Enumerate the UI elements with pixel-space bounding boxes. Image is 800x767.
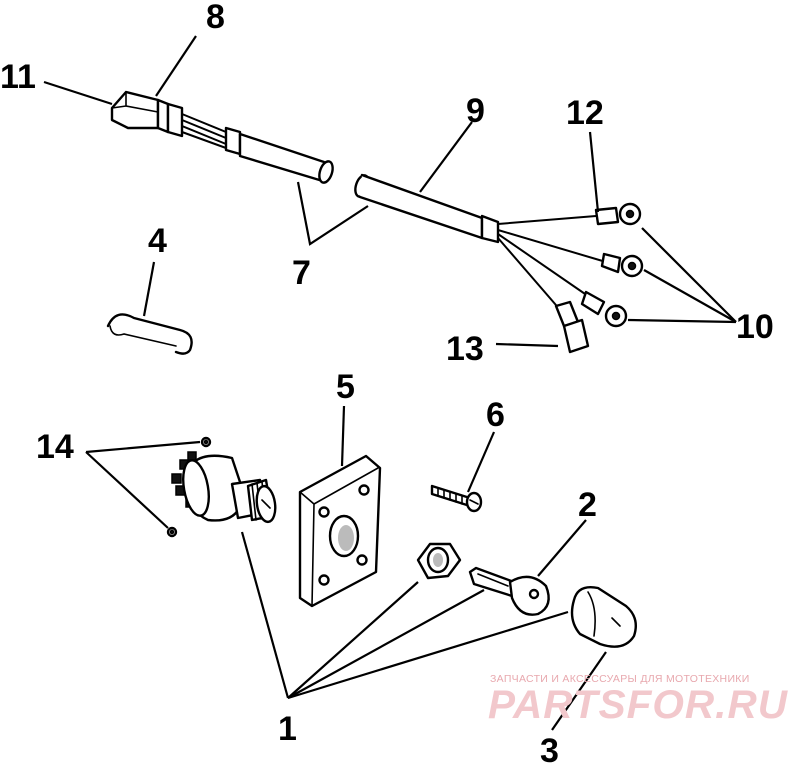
callout-8: 8 <box>206 0 225 36</box>
mounting-plate <box>298 454 382 608</box>
leader-lines <box>43 35 737 731</box>
harness-lead-right <box>354 173 644 354</box>
bullet-connector <box>554 300 590 354</box>
callout-2: 2 <box>578 486 597 524</box>
ring-terminal-upper <box>594 202 642 226</box>
callout-13: 13 <box>446 330 484 368</box>
callout-14: 14 <box>36 428 74 466</box>
watermark-caption: ЗАПЧАСТИ И АКСЕССУАРЫ ДЛЯ МОТОТЕХНИКИ <box>490 673 750 685</box>
callout-3: 3 <box>540 732 559 767</box>
callout-12: 12 <box>566 94 604 132</box>
callout-9: 9 <box>466 92 485 130</box>
switch-knob <box>570 586 637 648</box>
hex-nut <box>416 542 462 580</box>
callout-11: 11 <box>0 58 36 96</box>
retainer-clip <box>106 313 193 355</box>
small-screw-upper <box>200 436 212 448</box>
callout-1: 1 <box>278 710 297 748</box>
callout-numbers: 8 11 9 12 7 4 10 13 5 6 14 2 1 3 <box>0 0 774 767</box>
callout-4: 4 <box>148 222 167 260</box>
mounting-screw <box>430 484 483 513</box>
harness-connector-left <box>110 90 334 184</box>
ring-terminal-lower <box>580 290 628 328</box>
ignition-key <box>468 566 550 616</box>
callout-5: 5 <box>336 368 355 406</box>
callout-10: 10 <box>736 308 774 346</box>
ignition-switch <box>171 451 277 524</box>
ring-terminal-middle <box>600 252 644 278</box>
callout-6: 6 <box>486 396 505 434</box>
watermark: ЗАПЧАСТИ И АКСЕССУАРЫ ДЛЯ МОТОТЕХНИКИ PA… <box>488 673 788 727</box>
small-screw-lower <box>166 526 178 538</box>
watermark-logo: PARTSFOR.RU <box>488 683 788 727</box>
callout-7: 7 <box>292 254 311 292</box>
